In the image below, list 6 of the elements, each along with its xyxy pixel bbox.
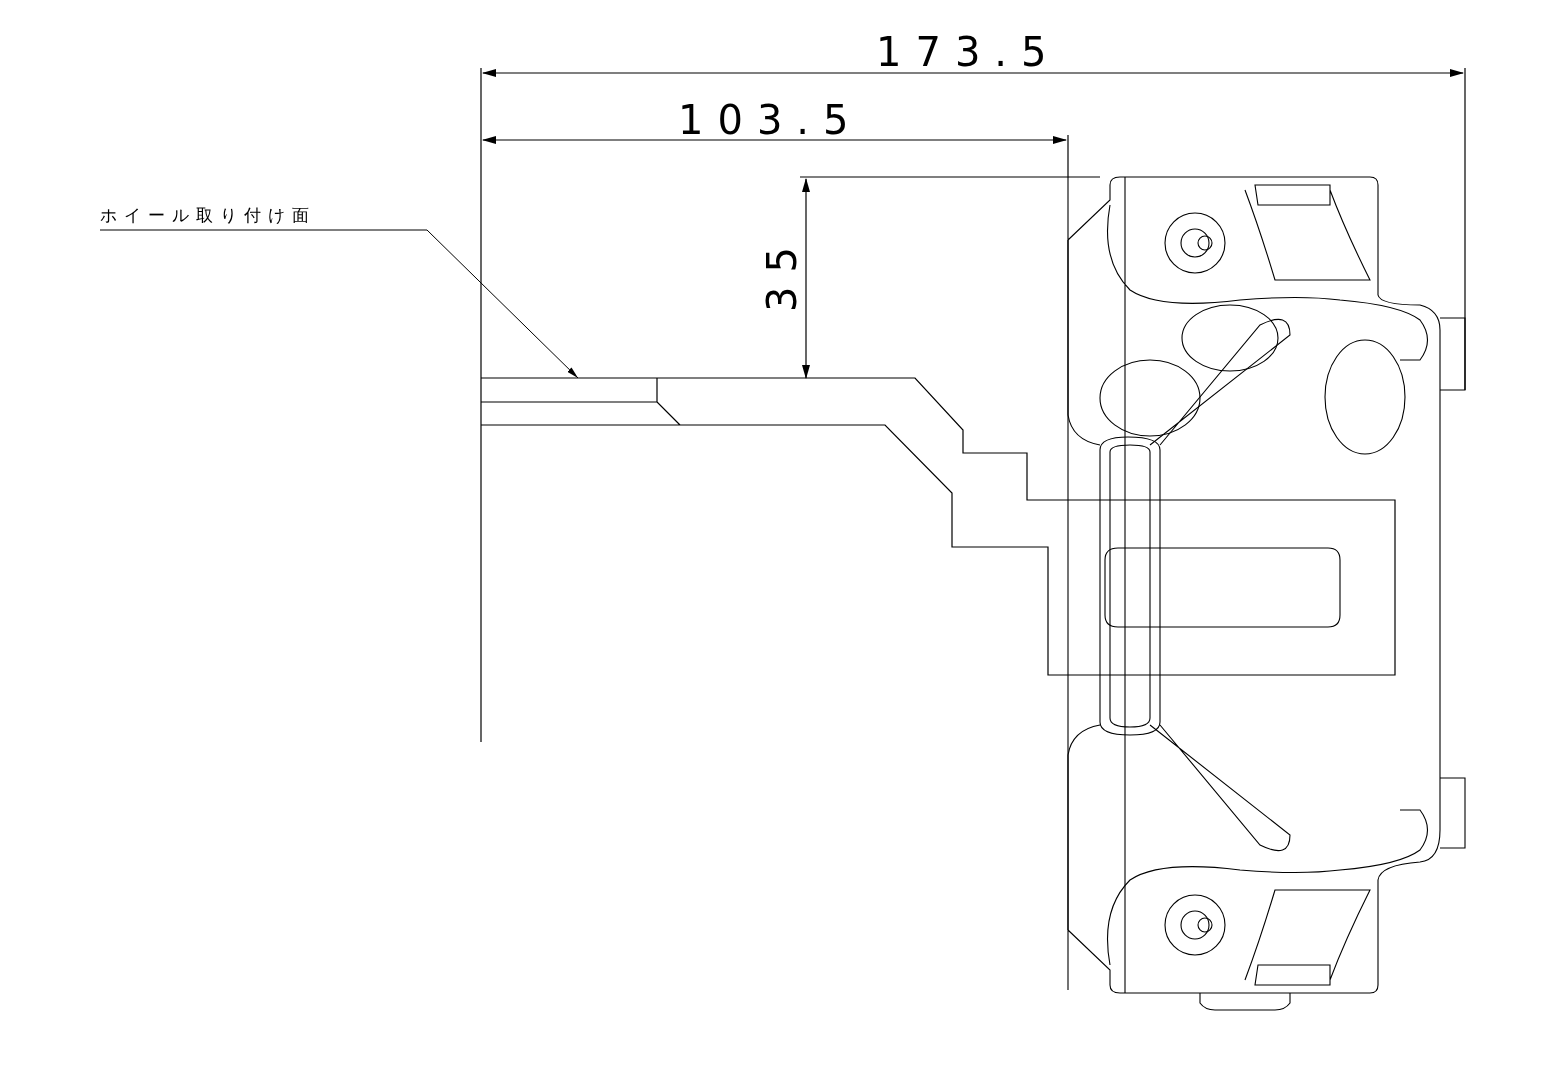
leader-line <box>99 229 579 379</box>
dimension-text: 103.5 <box>678 100 863 140</box>
hub-flange-drawing <box>481 378 1397 677</box>
part-label: ホイール取り付け面 <box>100 205 316 225</box>
dimension-text: 173.5 <box>876 32 1061 72</box>
dimension-text: 35 <box>762 233 802 312</box>
